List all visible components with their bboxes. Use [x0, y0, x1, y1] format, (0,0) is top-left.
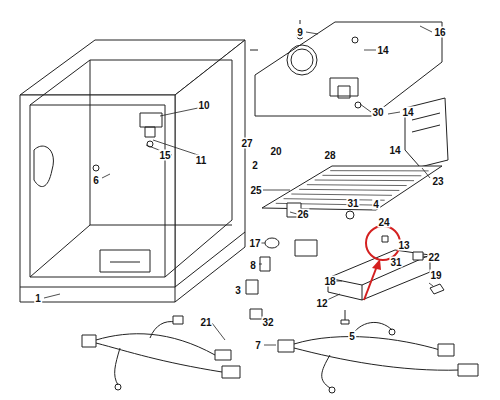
callout-number: 24 [377, 217, 390, 228]
callout-number: 9 [296, 27, 304, 38]
callout-number: 32 [261, 317, 274, 328]
rib-line [284, 199, 385, 201]
highlight-arrow [364, 266, 377, 300]
callout-number: 17 [248, 238, 261, 249]
arrow-head [372, 259, 381, 270]
rib-line [291, 194, 392, 195]
callout-number: 25 [249, 185, 262, 196]
rib-line [307, 184, 407, 186]
callout-number: 14 [376, 45, 389, 56]
wire-harness [278, 322, 478, 393]
callout-number: 28 [323, 150, 336, 161]
callout-number: 23 [431, 176, 444, 187]
callout-number: 20 [269, 146, 282, 157]
callout-number: 12 [315, 298, 328, 309]
callout-number: 6 [92, 175, 100, 186]
rear-panel [255, 22, 442, 116]
callout-number: 18 [323, 276, 336, 287]
rib-line [315, 180, 414, 182]
callout-number: 15 [158, 150, 171, 161]
callout-number: 2 [251, 160, 259, 171]
callout-number: 31 [389, 257, 402, 268]
callout-number: 4 [372, 199, 380, 210]
callout-number: 14 [401, 107, 414, 118]
callout-number: 30 [371, 107, 384, 118]
callout-number: 11 [195, 155, 208, 166]
callout-number: 16 [433, 27, 446, 38]
callout-number: 26 [296, 209, 309, 220]
rib-line [322, 175, 421, 176]
callout-number: 21 [199, 317, 212, 328]
callout-number: 14 [388, 145, 401, 156]
callout-number: 8 [249, 260, 257, 271]
callout-number: 5 [348, 331, 356, 342]
rib-line [299, 189, 399, 190]
rib-line [330, 170, 428, 171]
control-housing [328, 250, 430, 300]
callout-number: 22 [427, 252, 440, 263]
callout-number: 27 [240, 138, 253, 149]
callout-number: 1 [34, 293, 42, 304]
callout-number: 19 [429, 270, 442, 281]
callout-number: 3 [234, 285, 242, 296]
callout-number: 7 [254, 340, 262, 351]
callout-number: 10 [197, 100, 210, 111]
wire-harness [82, 316, 240, 390]
callout-number: 13 [397, 240, 410, 251]
highlight-circle [366, 226, 400, 260]
callout-number: 31 [346, 198, 359, 209]
cabinet-liner [20, 40, 245, 302]
